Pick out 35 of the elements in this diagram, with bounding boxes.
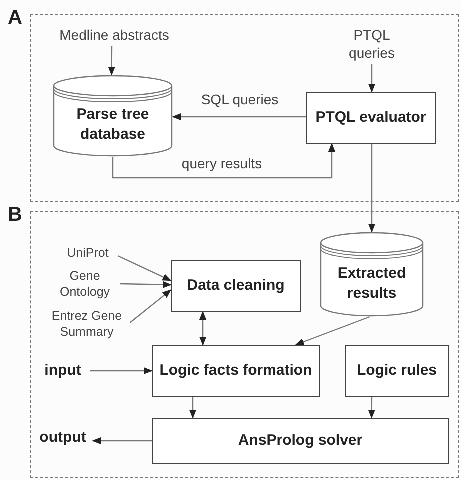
node-text: PTQL queries [348,26,396,62]
arrow [368,64,376,93]
node-text: Parse tree database [76,105,150,145]
arrow [189,397,197,419]
node-text: Extracted results [336,264,408,304]
arrow [368,397,376,419]
panel-letter: B [8,205,22,225]
node-text: Gene Ontology [58,268,112,300]
arrow [130,290,172,324]
arrow [92,437,152,445]
node-text: output [40,428,86,448]
arrow [199,311,207,346]
process-box [345,345,449,397]
arrow [108,46,116,76]
arrow [112,143,336,179]
node-text: Logic facts formation [160,361,312,381]
arrow [90,367,153,375]
arrow [295,316,370,346]
node-text: Logic rules [356,361,438,381]
node-text: AnsProlog solver [238,431,363,451]
node-text: Entrez Gene Summary [50,308,124,340]
arrow [172,113,306,121]
node-text: PTQL evaluator [316,108,426,128]
process-box [152,418,449,464]
process-box [152,345,320,397]
arrow [120,281,172,288]
node-text: Medline abstracts [60,26,170,44]
node-text: UniProt [67,245,109,261]
process-box [306,92,436,144]
panel-letter: A [8,8,22,28]
node-text: Data cleaning [187,276,285,296]
arrow [368,144,376,233]
process-box [171,260,301,312]
arrow [118,255,172,282]
node-text: input [44,360,82,381]
